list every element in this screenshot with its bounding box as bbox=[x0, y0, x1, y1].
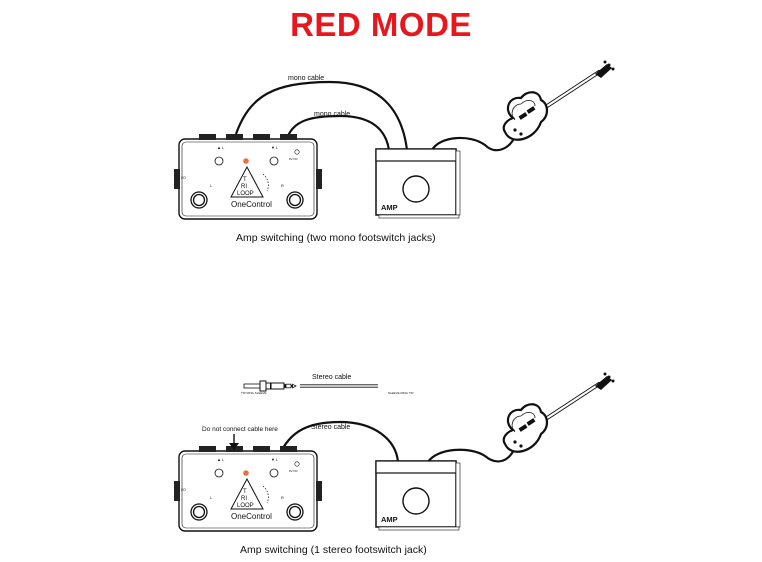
top-caption: Amp switching (two mono footswitch jacks… bbox=[236, 232, 436, 244]
cable-label-2: mono cable bbox=[314, 111, 350, 118]
amp-label: AMP bbox=[381, 515, 398, 524]
amp-label: AMP bbox=[381, 203, 398, 212]
guitar-cable-top bbox=[431, 133, 518, 152]
pedal-brand: OneControl bbox=[231, 512, 272, 521]
plug-left-text: TIP RING SLEEVE bbox=[241, 391, 266, 395]
guitar-icon bbox=[501, 370, 617, 454]
stereo-plug-icon bbox=[243, 380, 297, 392]
no-connect-label: Do not connect cable here bbox=[202, 426, 278, 433]
cable-label: Stereo cable bbox=[311, 424, 350, 431]
cable-label-1: mono cable bbox=[288, 75, 324, 82]
mono-cable-1 bbox=[234, 80, 409, 151]
stereo-cable-sample: TIP RING SLEEVE SLEEVE RING TIP Stereo c… bbox=[241, 374, 413, 395]
page-title: RED MODE bbox=[290, 6, 472, 43]
mono-cable-2 bbox=[286, 114, 391, 151]
pedal-brand: OneControl bbox=[231, 200, 272, 209]
guitar-cable-bottom bbox=[427, 444, 518, 463]
plug-right-text: SLEEVE RING TIP bbox=[388, 391, 413, 395]
top-diagram: mono cable mono cable AMP OneControl bbox=[173, 58, 617, 220]
arrow-down-icon bbox=[229, 434, 239, 450]
bottom-caption: Amp switching (1 stereo footswitch jack) bbox=[240, 544, 427, 556]
bottom-diagram: TIP RING SLEEVE SLEEVE RING TIP Stereo c… bbox=[173, 370, 617, 532]
guitar-icon bbox=[501, 58, 617, 142]
stereo-cable-label: Stereo cable bbox=[312, 374, 351, 381]
stereo-cable bbox=[277, 420, 400, 463]
